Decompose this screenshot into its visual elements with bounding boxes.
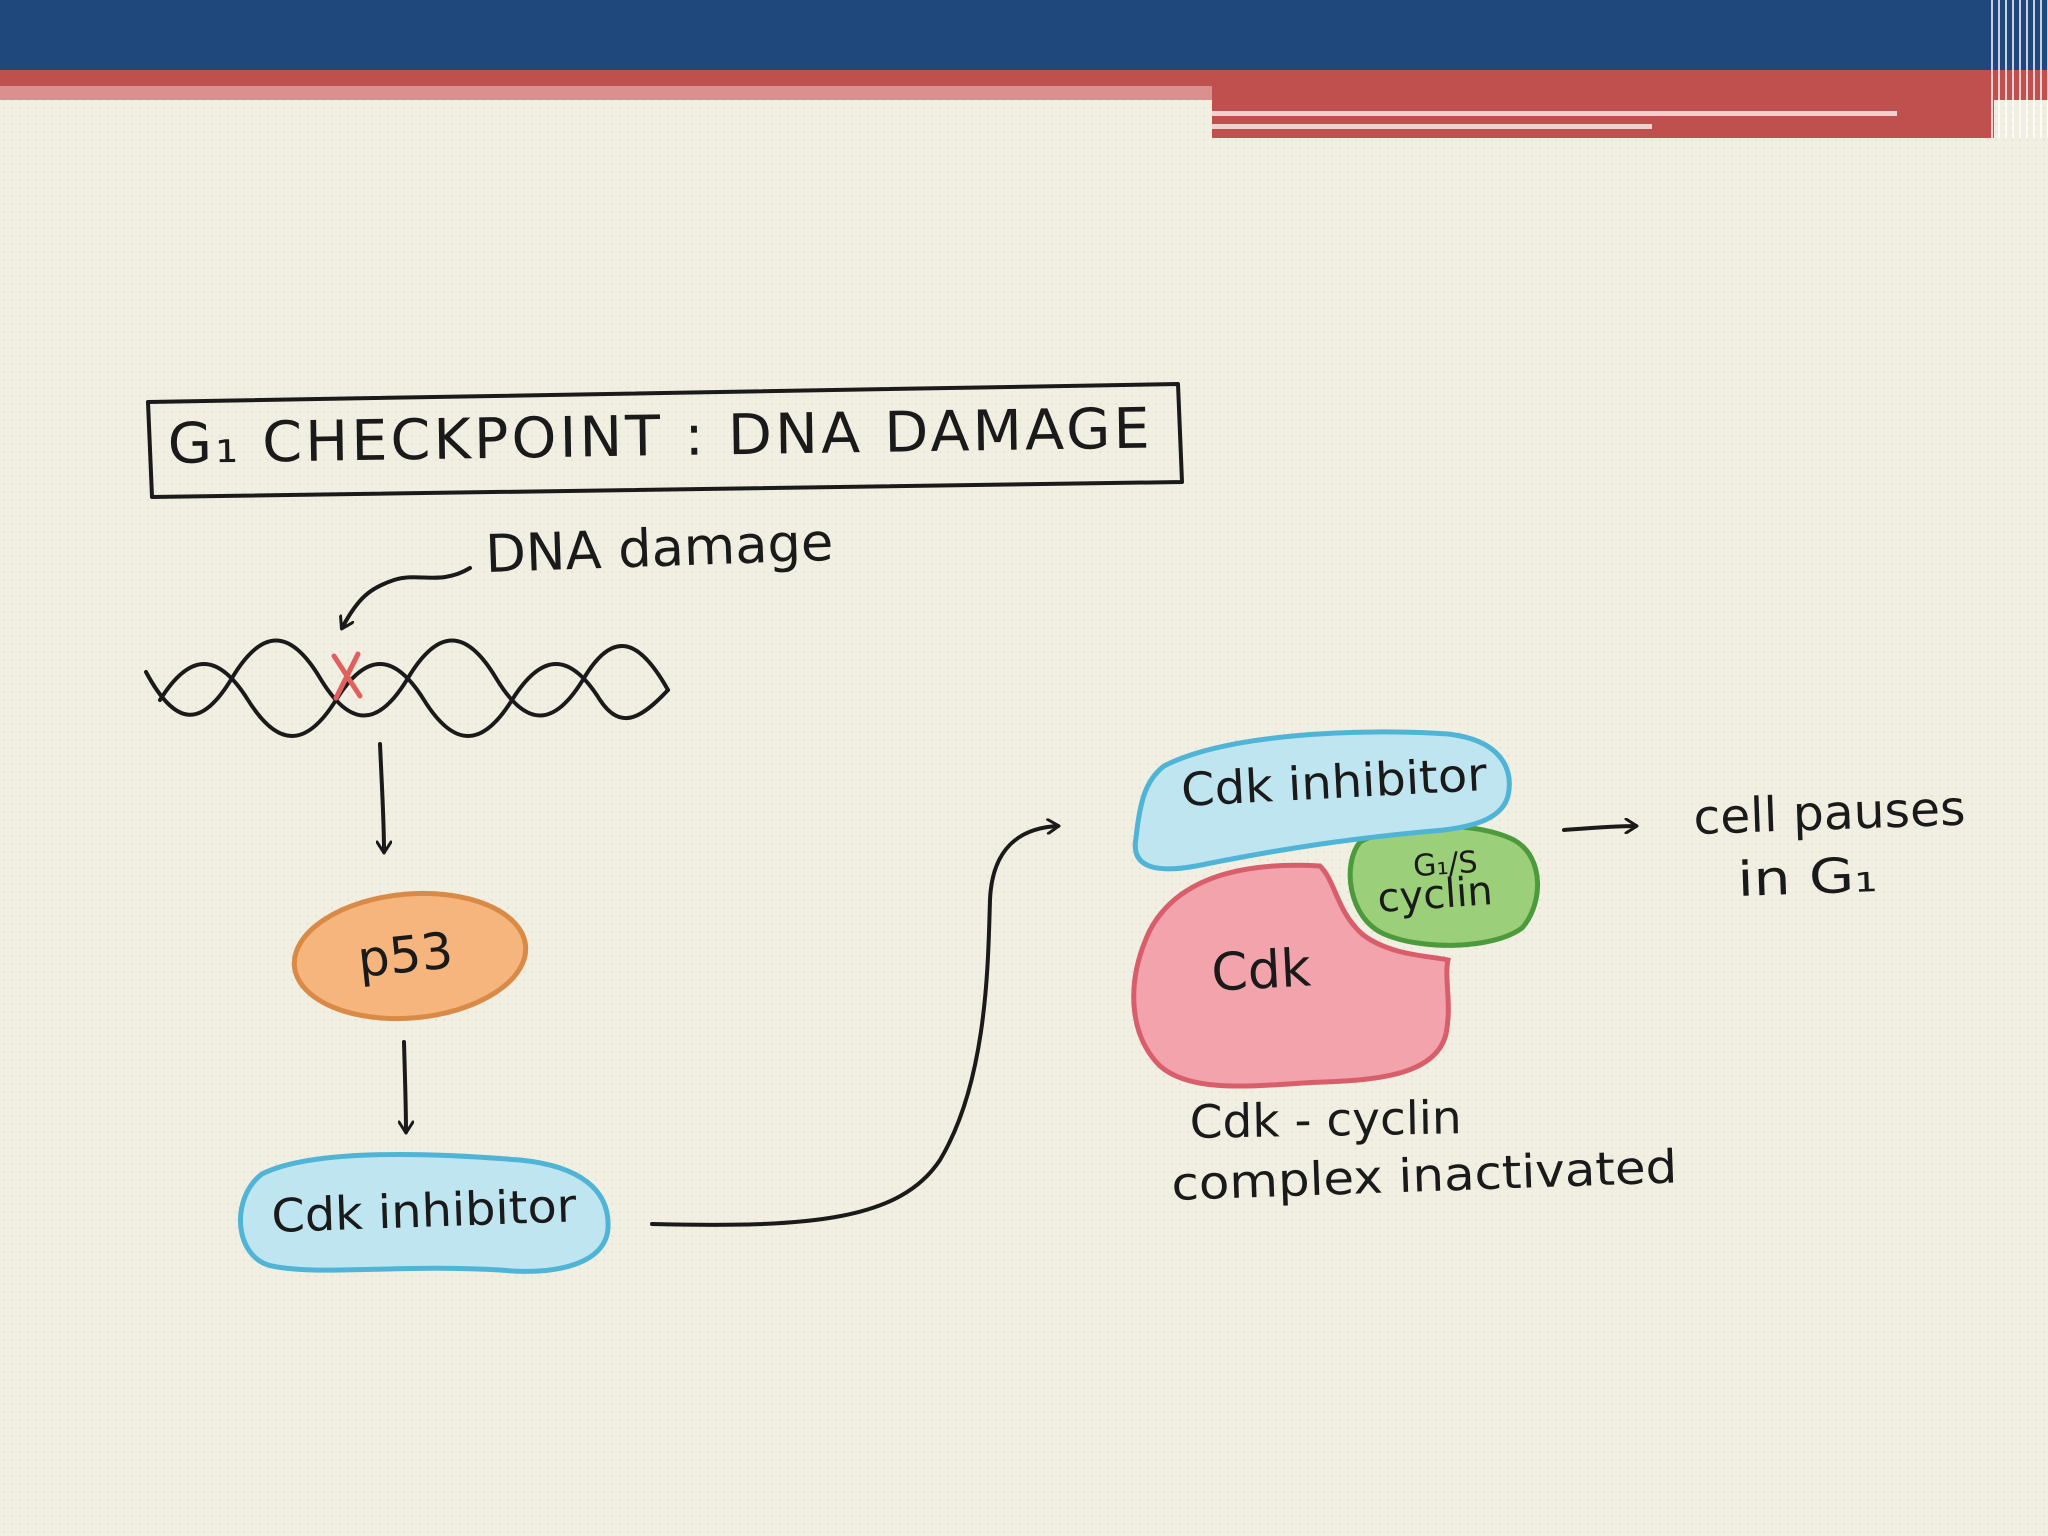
cdk-label: Cdk bbox=[1210, 938, 1312, 1003]
title-frame bbox=[146, 382, 1184, 499]
cdk-blob bbox=[1131, 862, 1451, 1089]
accent-line bbox=[1212, 111, 1897, 116]
complex-inhibitor-blob bbox=[1132, 729, 1512, 872]
title-box: G₁ CHECKPOINT : DNA DAMAGE bbox=[146, 382, 1184, 499]
header-edge-lines bbox=[1986, 0, 2048, 138]
accent-line-secondary bbox=[1212, 124, 1652, 129]
complex-caption-line1: Cdk - cyclin bbox=[1189, 1090, 1462, 1149]
header-band bbox=[0, 0, 2048, 70]
cdk-inhibitor-label: Cdk inhibitor bbox=[270, 1178, 577, 1243]
p53-blob bbox=[291, 890, 529, 1022]
p53-label: p53 bbox=[355, 921, 456, 989]
outcome-line1: cell pauses bbox=[1692, 781, 1966, 846]
title-text: G₁ CHECKPOINT : DNA DAMAGE bbox=[167, 397, 1153, 477]
cdk-cyclin-complex: Cdk inhibitor G₁/S cyclin Cdk bbox=[1131, 729, 1540, 1089]
arrow-complex-to-outcome bbox=[1562, 826, 1636, 830]
gs-cyclin-label-line2: cyclin bbox=[1376, 868, 1494, 922]
damage-x-mark bbox=[331, 651, 363, 701]
accent-stripe-light bbox=[0, 86, 1212, 100]
dna-strand-2 bbox=[158, 662, 670, 738]
outcome-line2: in G₁ bbox=[1736, 847, 1878, 908]
dna-double-helix bbox=[144, 638, 670, 738]
p53-node: p53 bbox=[291, 890, 529, 1022]
dna-damage-label: DNA damage bbox=[484, 513, 834, 585]
arrow-inhibitor-to-complex bbox=[650, 826, 1058, 1227]
arrow-p53-to-inhibitor bbox=[404, 1040, 406, 1132]
complex-caption-line2: complex inactivated bbox=[1170, 1139, 1678, 1211]
arrow-dna-to-p53 bbox=[380, 742, 384, 852]
cdk-inhibitor-node: Cdk inhibitor bbox=[238, 1152, 611, 1274]
gs-cyclin-label-line1: G₁/S bbox=[1412, 845, 1479, 884]
accent-notch bbox=[1212, 100, 1994, 138]
damage-pointer-arrow bbox=[342, 566, 472, 628]
cdk-inhibitor-blob bbox=[238, 1152, 611, 1274]
